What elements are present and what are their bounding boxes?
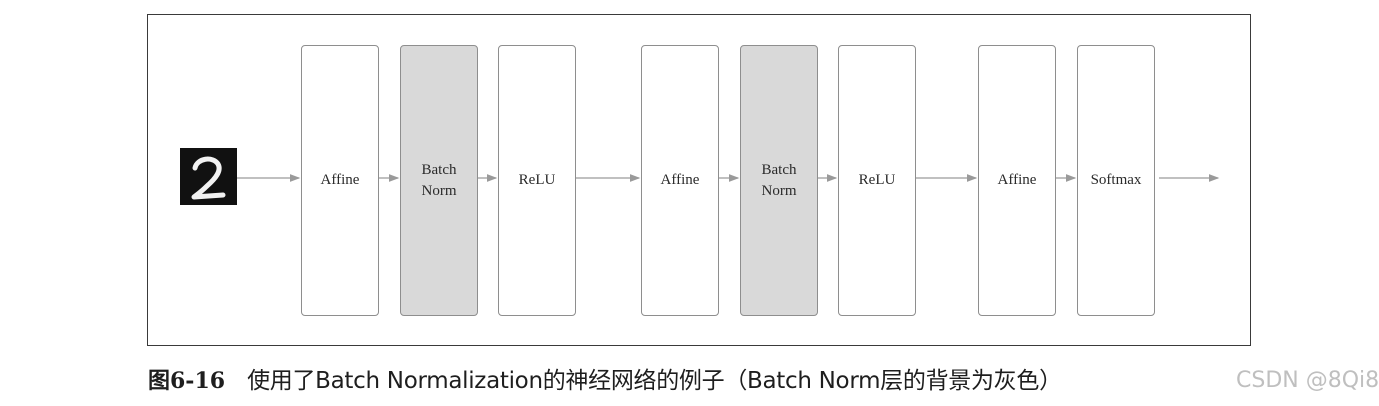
- layer-label: ReLU: [858, 172, 896, 188]
- caption-number: 图6-16: [148, 368, 226, 394]
- layer-label: Batch Norm: [761, 161, 797, 199]
- layer-batch-norm-2: Batch Norm: [740, 45, 818, 316]
- input-digit-image: [180, 148, 237, 205]
- layer-label: ReLU: [518, 172, 556, 188]
- layer-relu-2: ReLU: [838, 45, 916, 316]
- layer-softmax: Softmax: [1077, 45, 1155, 316]
- layer-label: Affine: [660, 172, 700, 188]
- layer-label: Affine: [320, 172, 360, 188]
- layer-label: Softmax: [1090, 172, 1142, 188]
- layer-label: Batch Norm: [421, 161, 457, 199]
- layer-affine-2: Affine: [641, 45, 719, 316]
- handwritten-digit-2-icon: [191, 156, 226, 200]
- layer-relu-1: ReLU: [498, 45, 576, 316]
- figure-frame: [147, 14, 1251, 346]
- watermark: CSDN @8Qi8: [1236, 368, 1379, 393]
- layer-affine-1: Affine: [301, 45, 379, 316]
- layer-label: Affine: [997, 172, 1037, 188]
- caption-text: 使用了Batch Normalization的神经网络的例子（Batch Nor…: [247, 368, 1062, 394]
- layer-affine-3: Affine: [978, 45, 1056, 316]
- layer-batch-norm-1: Batch Norm: [400, 45, 478, 316]
- figure-caption: 图6-16 使用了Batch Normalization的神经网络的例子（Batc…: [148, 364, 1062, 398]
